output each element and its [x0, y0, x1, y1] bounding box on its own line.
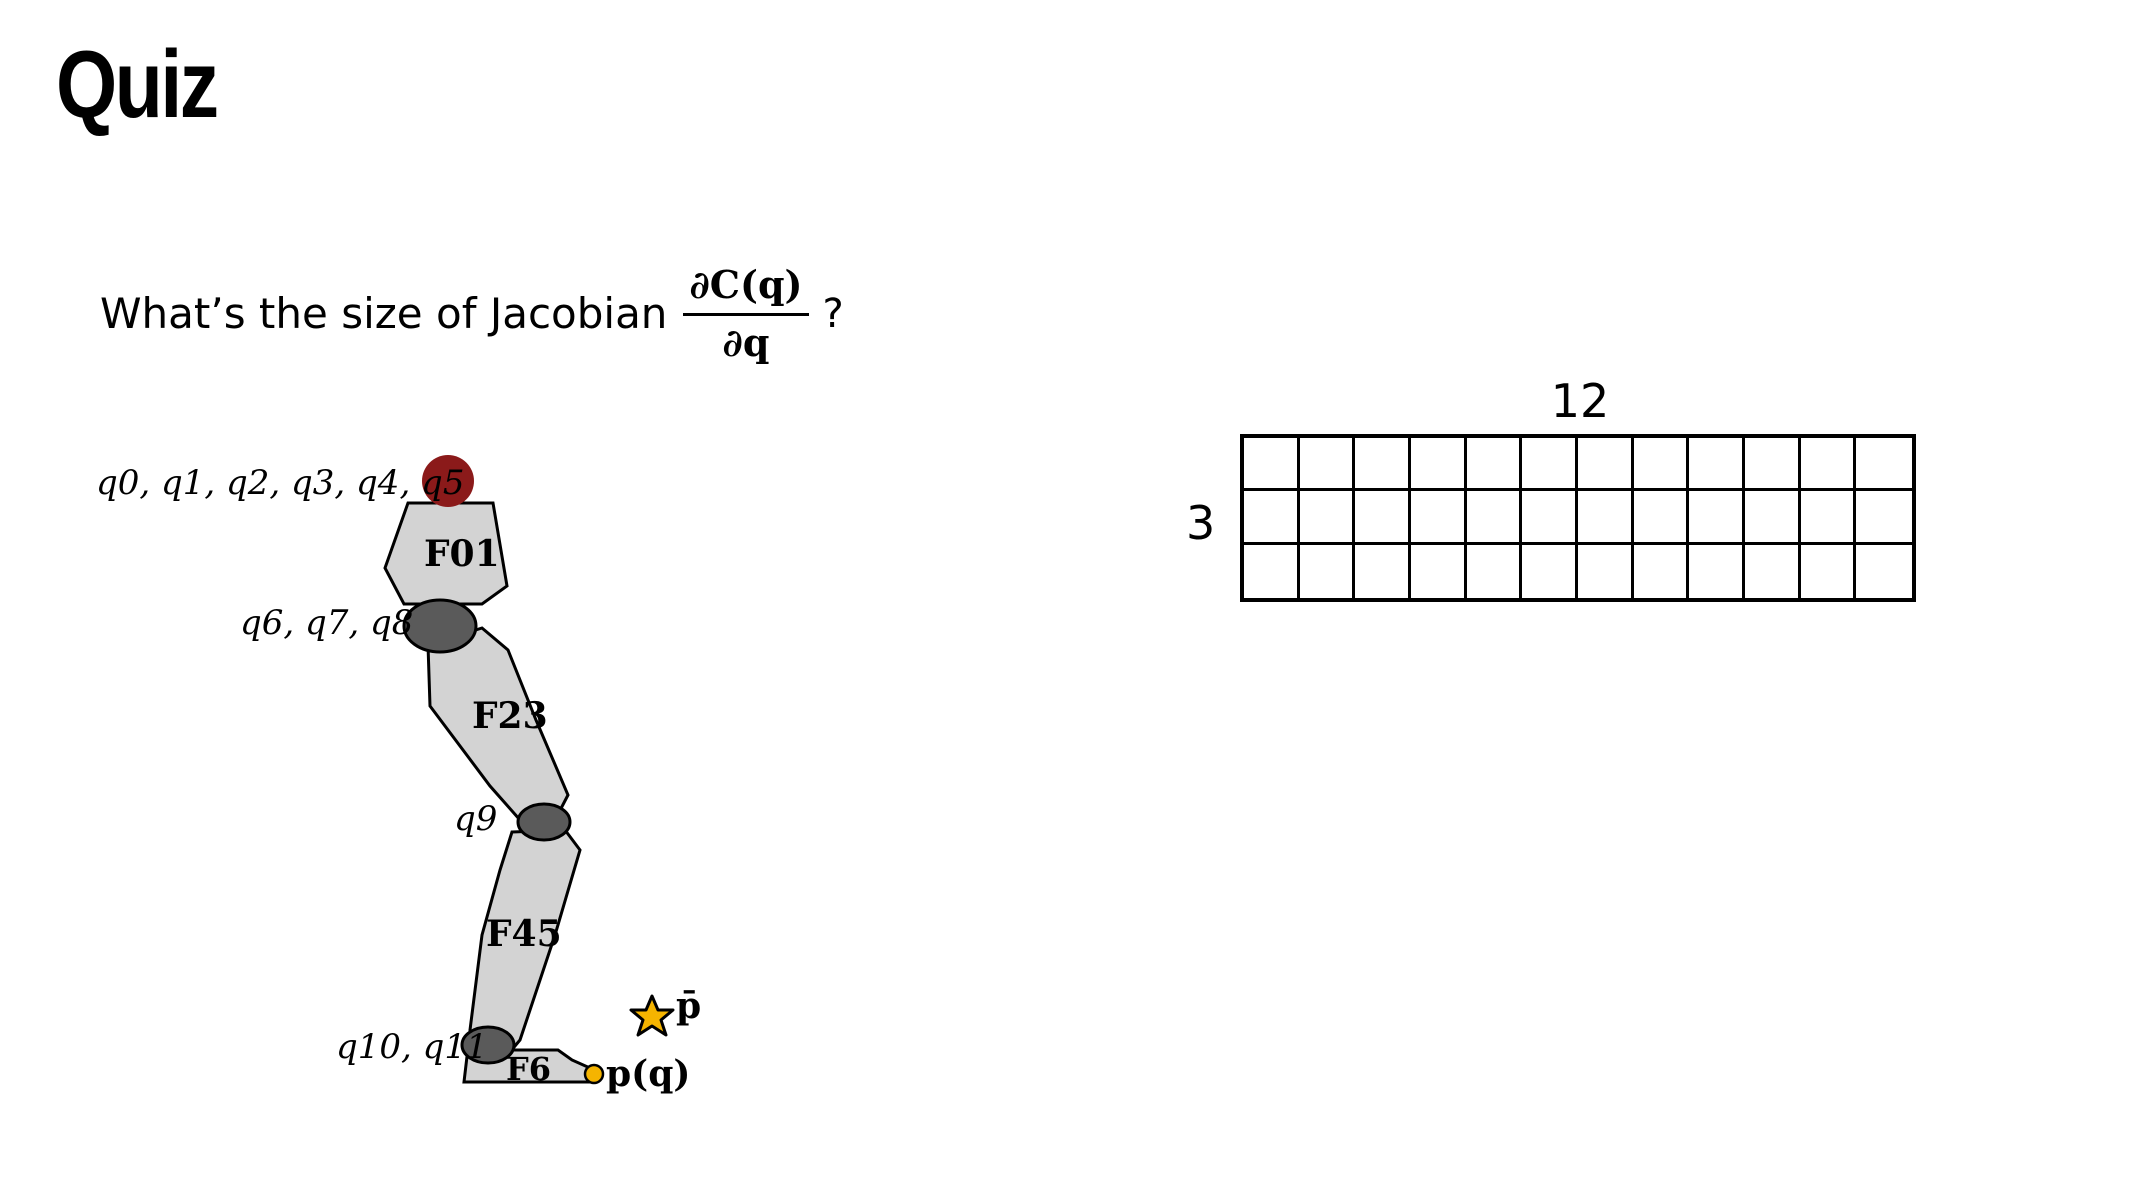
- end-effector-point: [583, 1063, 605, 1085]
- jacobian-fraction: ∂C(q) ∂q: [683, 262, 809, 365]
- pelvis-label: F01: [424, 533, 500, 575]
- matrix-cell: [1467, 544, 1523, 598]
- matrix-cell: [1689, 491, 1745, 545]
- question-text: What’s the size of Jacobian: [100, 289, 668, 338]
- hip-joint: [402, 598, 478, 654]
- root-dofs-label: q0, q1, q2, q3, q4, q5: [96, 463, 464, 503]
- matrix-cols-label: 12: [1550, 374, 1610, 428]
- matrix-cell: [1411, 438, 1467, 492]
- pelvis-segment: [383, 501, 509, 606]
- knee-joint: [516, 802, 572, 842]
- ankle-joint: [460, 1025, 516, 1065]
- thigh-label: F23: [472, 695, 548, 737]
- matrix-cell: [1633, 491, 1690, 545]
- question: What’s the size of Jacobian ∂C(q) ∂q ?: [100, 262, 844, 365]
- matrix-cell: [1800, 491, 1857, 545]
- root-joint: [422, 455, 474, 507]
- shin-label: F45: [486, 913, 562, 955]
- matrix-cell: [1244, 491, 1300, 545]
- matrix-cell: [1522, 491, 1578, 545]
- hip-dofs-label: q6, q7, q8: [240, 603, 413, 643]
- matrix-cell: [1689, 438, 1745, 492]
- question-mark: ?: [822, 290, 844, 337]
- matrix-rows-label: 3: [1186, 496, 1216, 550]
- matrix-cell: [1355, 438, 1411, 492]
- matrix-cell: [1522, 544, 1578, 598]
- matrix-cell: [1466, 491, 1523, 545]
- matrix-cell: [1299, 438, 1356, 492]
- ankle-dofs-label: q10, q11: [336, 1027, 488, 1067]
- jacobian-matrix-grid: [1240, 434, 1916, 602]
- knee-dof-label: q9: [454, 799, 497, 839]
- matrix-cell: [1355, 491, 1411, 545]
- matrix-cell: [1578, 491, 1634, 545]
- matrix-cell: [1522, 438, 1578, 492]
- foot-label: F6: [506, 1050, 551, 1088]
- matrix-cell: [1800, 438, 1857, 492]
- matrix-cell: [1411, 491, 1467, 545]
- matrix-cell: [1411, 544, 1467, 598]
- end-effector-label: p(q): [606, 1053, 690, 1095]
- target-label: p̄: [676, 985, 701, 1027]
- matrix-cell: [1244, 544, 1300, 598]
- matrix-cell: [1745, 491, 1801, 545]
- matrix-cell: [1856, 545, 1912, 598]
- matrix-cell: [1801, 544, 1857, 598]
- matrix-cell: [1299, 491, 1356, 545]
- matrix-cell: [1856, 491, 1912, 545]
- matrix-cell: [1634, 544, 1690, 598]
- matrix-cell: [1300, 544, 1356, 598]
- matrix-cell: [1689, 544, 1745, 598]
- matrix-cell: [1244, 438, 1300, 492]
- matrix-cell: [1745, 544, 1801, 598]
- matrix-cell: [1633, 438, 1690, 492]
- slide-title: Quiz: [56, 31, 219, 138]
- matrix-cell: [1856, 438, 1912, 492]
- matrix-cell: [1355, 544, 1411, 598]
- matrix-cell: [1466, 438, 1523, 492]
- matrix-cell: [1578, 438, 1634, 492]
- matrix-cell: [1745, 438, 1801, 492]
- fraction-numerator: ∂C(q): [683, 262, 809, 316]
- fraction-denominator: ∂q: [722, 320, 770, 365]
- target-star-icon: [629, 994, 675, 1037]
- matrix-cell: [1578, 544, 1634, 598]
